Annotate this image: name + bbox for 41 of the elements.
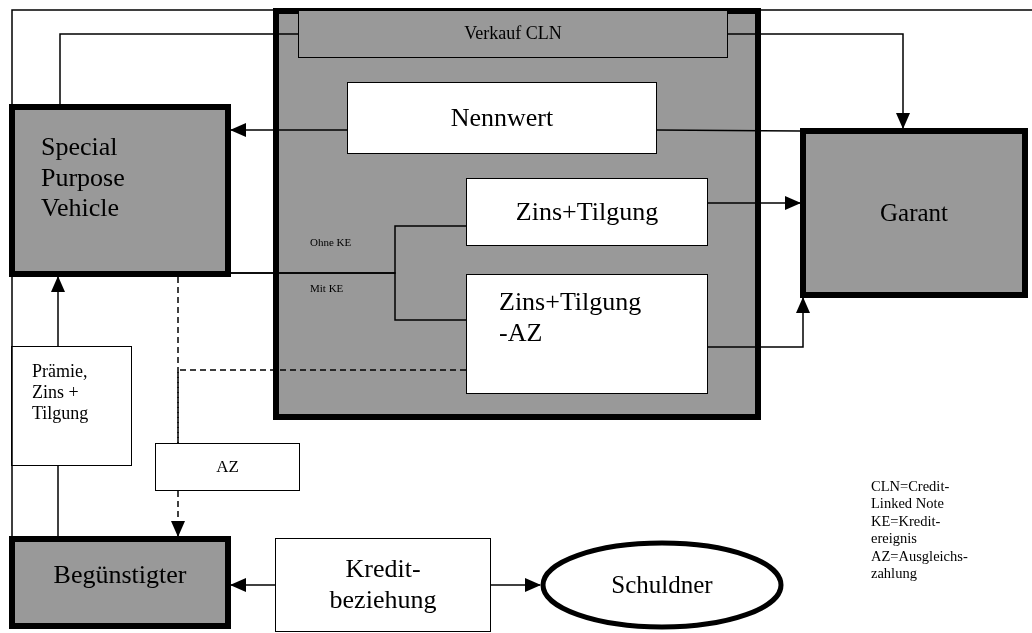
connector-line — [57, 465, 59, 537]
abbreviation-note: CLN=Credit-Linked Note — [871, 478, 951, 513]
node-label: Zins+Tilgung — [515, 196, 659, 228]
arrow — [230, 123, 348, 137]
party-ellipse — [540, 540, 784, 630]
arrow — [51, 276, 65, 347]
node-label: Garant — [880, 198, 948, 228]
connector-line — [656, 129, 801, 132]
group-box — [273, 8, 761, 420]
flow-label-box — [11, 346, 132, 466]
flow-label-box — [155, 443, 300, 491]
relation-box — [275, 538, 491, 632]
edge-label: Mit KE — [308, 282, 346, 294]
node-label: Nennwert — [450, 102, 554, 134]
arrow — [707, 196, 801, 210]
entity-box — [9, 104, 231, 277]
abbreviation-note: AZ=Ausgleichs-zahlung — [871, 547, 969, 583]
connector-line — [59, 33, 299, 105]
node-label: AZ — [216, 456, 239, 477]
arrow — [707, 297, 810, 348]
process-box — [298, 10, 728, 58]
node-label: Zins+Tilgung -AZ — [499, 287, 643, 349]
node-label: Kredit-beziehung — [328, 554, 438, 616]
dashed-arrow — [171, 490, 185, 537]
node-label: Special Purpose Vehicle — [41, 132, 126, 224]
arrow — [230, 578, 276, 592]
process-box — [466, 178, 708, 246]
node-label: Schuldner — [611, 570, 713, 600]
arrow — [727, 33, 910, 129]
node-label: Begünstigter — [53, 560, 187, 591]
process-box — [466, 274, 708, 394]
connector-line — [230, 272, 467, 321]
entity-box — [9, 536, 231, 629]
entity-box — [800, 128, 1028, 298]
node-label: Prämie, Zins + Tilgung — [32, 361, 90, 425]
edge-label: Ohne KE — [308, 236, 354, 248]
abbreviation-note: KE=Kredit-ereignis — [871, 512, 942, 548]
node-label: Verkauf CLN — [464, 23, 562, 45]
arrow — [490, 578, 541, 592]
connector-line — [11, 9, 1032, 537]
process-box — [347, 82, 657, 154]
